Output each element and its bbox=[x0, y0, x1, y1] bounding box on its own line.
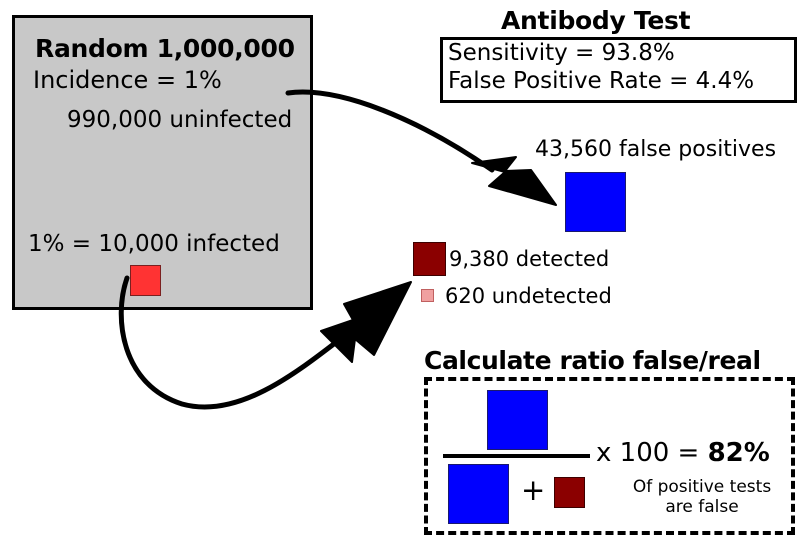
population-title: Random 1,000,000 bbox=[35, 34, 295, 63]
detected-square bbox=[413, 242, 446, 276]
result-percentage: 82% bbox=[707, 438, 770, 468]
result-expression: x 100 = 82% bbox=[596, 438, 770, 468]
incidence-label: Incidence = 1% bbox=[33, 66, 222, 94]
uninfected-to-false-positives-arrow bbox=[285, 89, 557, 206]
false-positives-square bbox=[565, 172, 626, 232]
multiplier-text: x 100 = bbox=[596, 438, 708, 468]
calculate-ratio-title: Calculate ratio false/real bbox=[424, 346, 761, 375]
undetected-square bbox=[421, 289, 434, 302]
false-positives-label: 43,560 false positives bbox=[535, 137, 777, 162]
population-box: Random 1,000,000 Incidence = 1% 990,000 … bbox=[12, 15, 313, 310]
sensitivity-label: Sensitivity = 93.8% bbox=[448, 40, 675, 66]
antibody-test-title: Antibody Test bbox=[501, 6, 691, 35]
result-caption: Of positive tests are false bbox=[632, 477, 772, 517]
false-positive-rate-label: False Positive Rate = 4.4% bbox=[448, 68, 755, 94]
uninfected-count-label: 990,000 uninfected bbox=[67, 107, 293, 133]
undetected-count-label: 620 undetected bbox=[445, 284, 612, 308]
ratio-numerator-square bbox=[487, 390, 548, 450]
infected-population-square bbox=[130, 265, 161, 296]
detected-count-label: 9,380 detected bbox=[449, 247, 610, 271]
fraction-bar bbox=[443, 454, 590, 458]
infected-count-label: 1% = 10,000 infected bbox=[28, 231, 280, 257]
plus-sign: + bbox=[521, 473, 546, 507]
antibody-test-box: Sensitivity = 93.8% False Positive Rate … bbox=[440, 37, 797, 103]
ratio-denominator-red-square bbox=[554, 477, 585, 508]
ratio-denominator-blue-square bbox=[448, 464, 509, 524]
